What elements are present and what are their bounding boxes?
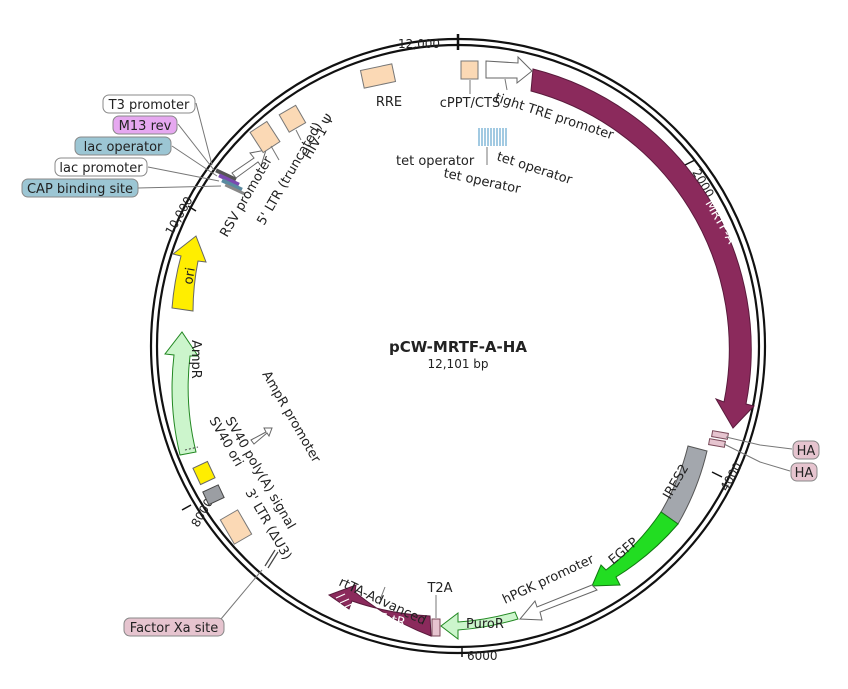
lac-operator-callout[interactable]: [74, 136, 172, 156]
tick-label-12000: 12,000: [398, 37, 440, 51]
promoter-cluster-marks: [215, 168, 246, 196]
rsv-promoter-feature[interactable]: [231, 149, 267, 179]
rtetr-hatch: [335, 593, 355, 608]
lac-operator-text: lac operator: [84, 140, 163, 155]
sv40-polya-feature[interactable]: [202, 484, 225, 506]
egfp-feature[interactable]: [591, 511, 679, 587]
factor-xa-text: Factor Xa site: [130, 621, 218, 636]
t3-promoter-text: T3 promoter: [108, 98, 190, 113]
rre-label: RRE: [376, 95, 402, 110]
tick-label-6000: 6000: [467, 649, 498, 663]
hiv-leader: [295, 129, 302, 141]
plasmid-name: pCW-MRTF-A-HA: [389, 338, 527, 356]
ampr-promoter-label: AmpR promoter: [259, 369, 324, 467]
ampr-promoter-feature[interactable]: [250, 427, 273, 445]
m13-leader: [177, 123, 215, 171]
m13-rev-callout[interactable]: [112, 115, 178, 135]
cap-binding-text: CAP binding site: [27, 182, 133, 197]
ha-feature-1: [711, 430, 729, 440]
hpgk-promoter-feature[interactable]: [518, 584, 598, 621]
cppt-label: cPPT/CTS: [440, 96, 500, 111]
ha-callout-2[interactable]: [790, 462, 818, 482]
mrtf-a-feature[interactable]: [530, 68, 755, 429]
rtetr-label: rTetR: [371, 609, 407, 631]
lac-promoter-text: lac promoter: [59, 161, 143, 176]
hpgk-promoter-label: hPGK promoter: [500, 552, 597, 608]
factor-xa-leader: [220, 569, 263, 620]
tre-promoter-feature[interactable]: [485, 55, 533, 85]
rtetr-feature[interactable]: [327, 584, 432, 637]
tick-mark-4000: [711, 471, 723, 478]
tet-operator-label-1: tet operator: [396, 154, 475, 169]
puror-feature[interactable]: [440, 611, 519, 641]
sv40-ori-feature[interactable]: [192, 460, 216, 486]
ltr5-leader: [270, 145, 280, 161]
cap-binding-callout[interactable]: [21, 178, 139, 198]
factor-xa-mark-1: [264, 549, 276, 567]
hiv-psi-feature[interactable]: [278, 104, 307, 133]
ha-callout-2-text: HA: [795, 466, 814, 481]
ha-leader-2: [723, 443, 791, 472]
ha-callout-1-text: HA: [797, 444, 816, 459]
tre-leader: [504, 78, 508, 91]
cppt-feature[interactable]: [460, 60, 479, 80]
ori-label: ori: [181, 266, 199, 285]
ampr-label: AmpR: [188, 340, 203, 379]
t3-promoter-callout[interactable]: [102, 94, 196, 114]
tet-operator-label-3: tet operator: [442, 166, 522, 197]
t2a-feature[interactable]: [431, 618, 441, 637]
ori-feature[interactable]: [171, 235, 207, 312]
factor-xa-callout[interactable]: [123, 617, 225, 637]
ltr5-feature[interactable]: [249, 120, 281, 154]
tick-mark-8000: [181, 504, 192, 511]
plasmid-length: 12,101 bp: [427, 357, 488, 371]
rre-feature[interactable]: [359, 63, 397, 89]
rtta-leader: [379, 586, 386, 601]
puror-label: PuroR: [466, 617, 504, 632]
cap-leader: [137, 185, 222, 189]
ha-leader-1: [725, 436, 793, 450]
tet-operator-marks: [478, 128, 507, 146]
t3-leader: [195, 102, 213, 166]
tick-mark-2000: [684, 159, 696, 166]
ampr-feature[interactable]: [164, 331, 199, 456]
m13-rev-text: M13 rev: [119, 119, 172, 134]
ltr3-feature[interactable]: [219, 509, 253, 545]
lacprom-leader: [147, 166, 220, 182]
lacop-leader: [171, 145, 218, 177]
factor-xa-mark-2: [267, 551, 279, 569]
ha-feature-2: [708, 438, 726, 448]
lac-promoter-callout[interactable]: [54, 157, 148, 177]
ha-callout-1[interactable]: [792, 440, 820, 460]
tick-mark-10000: [187, 205, 197, 212]
t2a-label: T2A: [426, 581, 452, 596]
